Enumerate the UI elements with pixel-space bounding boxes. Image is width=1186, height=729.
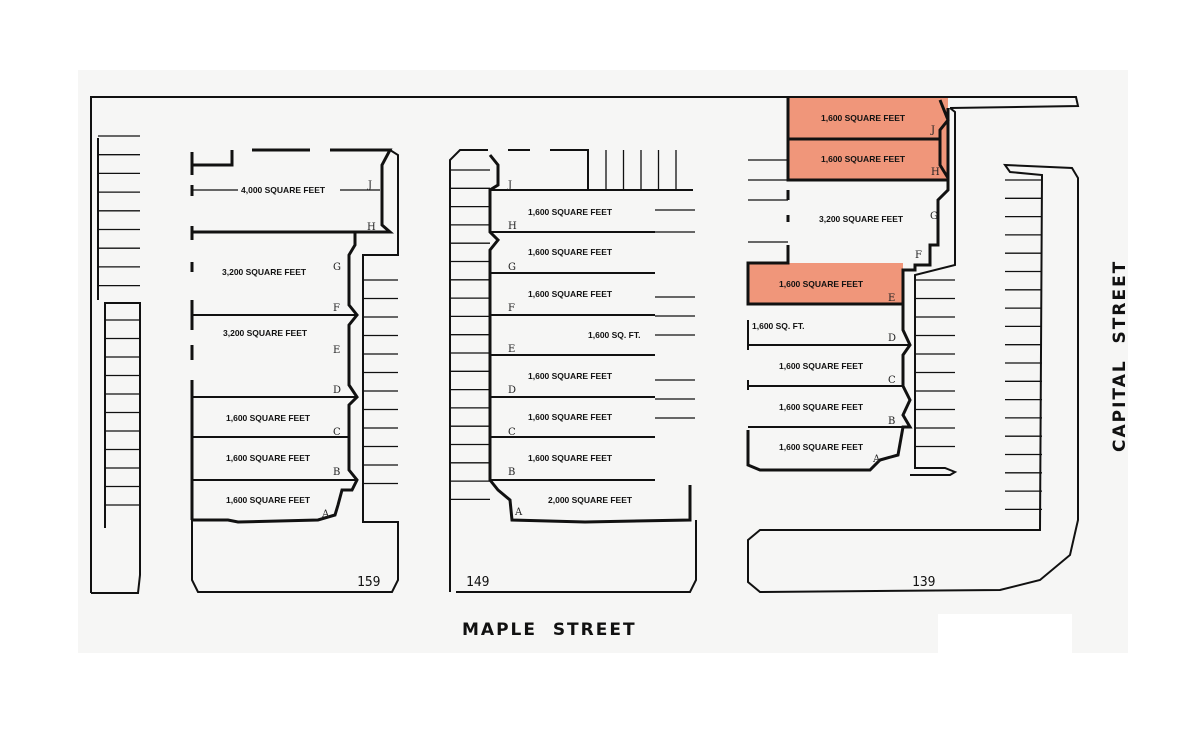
plan-background xyxy=(78,70,1128,653)
unit-149-a-area: 2,000 SQUARE FEET xyxy=(548,495,633,505)
unit-159-j-letter: J xyxy=(367,180,372,191)
unit-159-g-area: 3,200 SQUARE FEET xyxy=(222,267,307,277)
unit-139-d-letter: D xyxy=(888,333,896,344)
highlight-139-e[interactable] xyxy=(748,263,903,304)
parking-stalls xyxy=(98,135,1042,511)
building-149-number: 149 xyxy=(466,575,489,590)
unit-149-h-area: 1,600 SQUARE FEET xyxy=(528,207,613,217)
unit-139-f-letter: F xyxy=(915,250,922,261)
unit-139-b-area: 1,600 SQUARE FEET xyxy=(779,402,864,412)
unit-159-a-letter: A xyxy=(321,509,330,520)
unit-139-a-area: 1,600 SQUARE FEET xyxy=(779,442,864,452)
unit-159-c-letter: C xyxy=(333,427,341,438)
unit-159-e-letter: E xyxy=(333,345,340,356)
unit-149-a-letter: A xyxy=(514,507,523,518)
unit-149-c-letter: C xyxy=(508,427,516,438)
unit-149-c-area: 1,600 SQUARE FEET xyxy=(528,412,613,422)
unit-149-b-area: 1,600 SQUARE FEET xyxy=(528,453,613,463)
unit-139-c-area: 1,600 SQUARE FEET xyxy=(779,361,864,371)
unit-139-h-letter: H xyxy=(931,167,940,178)
unit-149-h-letter: H xyxy=(508,221,517,232)
unit-149-f-area: 1,600 SQUARE FEET xyxy=(528,289,613,299)
blank-patch xyxy=(938,614,1072,654)
unit-139-h-area: 1,600 SQUARE FEET xyxy=(821,154,906,164)
unit-149-d-area: 1,600 SQUARE FEET xyxy=(528,371,613,381)
unit-149-g-area: 1,600 SQUARE FEET xyxy=(528,247,613,257)
building-159 xyxy=(190,148,399,593)
unit-139-j-area: 1,600 SQUARE FEET xyxy=(821,113,906,123)
building-159-number: 159 xyxy=(357,575,380,590)
unit-139-g-area: 3,200 SQUARE FEET xyxy=(819,214,904,224)
unit-139-d-area: 1,600 SQ. FT. xyxy=(752,321,804,331)
unit-139-a-letter: A xyxy=(872,454,881,465)
unit-159-j-area: 4,000 SQUARE FEET xyxy=(241,185,326,195)
unit-149-e-letter: E xyxy=(508,344,515,355)
unit-159-b-area: 1,600 SQUARE FEET xyxy=(226,453,311,463)
unit-159-a-area: 1,600 SQUARE FEET xyxy=(226,495,311,505)
unit-149-e-area: 1,600 SQ. FT. xyxy=(588,330,640,340)
unit-139-g-letter: G xyxy=(930,211,938,222)
highlight-139-j[interactable] xyxy=(788,97,948,139)
unit-149-j-letter: J xyxy=(507,180,512,191)
unit-139-b-letter: B xyxy=(888,416,895,427)
unit-139-j-letter: J xyxy=(930,125,935,136)
building-139 xyxy=(746,97,1079,594)
unit-139-c-letter: C xyxy=(888,375,896,386)
unit-149-b-letter: B xyxy=(508,467,515,478)
unit-159-d-letter: D xyxy=(333,385,341,396)
maple-street-label: MAPLE STREET xyxy=(462,620,637,640)
unit-149-g-letter: G xyxy=(508,262,516,273)
unit-139-e-area: 1,600 SQUARE FEET xyxy=(779,279,864,289)
property-boundary xyxy=(90,96,1080,593)
unit-139-e-letter: E xyxy=(888,293,895,304)
left-parking-island xyxy=(91,138,141,594)
unit-159-b-letter: B xyxy=(333,467,340,478)
capital-street-label: CAPITAL STREET xyxy=(1110,260,1130,452)
unit-159-c-area: 1,600 SQUARE FEET xyxy=(226,413,311,423)
unit-159-e-area: 3,200 SQUARE FEET xyxy=(223,328,308,338)
building-149 xyxy=(449,149,697,593)
unit-149-f-letter: F xyxy=(508,303,515,314)
unit-149-d-letter: D xyxy=(508,385,516,396)
highlight-139-h[interactable] xyxy=(788,139,948,180)
unit-159-h-letter: H xyxy=(367,222,376,233)
unit-159-g-letter: G xyxy=(333,262,341,273)
building-139-number: 139 xyxy=(912,575,935,590)
unit-159-f-letter: F xyxy=(333,303,340,314)
available-units-highlights xyxy=(748,97,948,304)
